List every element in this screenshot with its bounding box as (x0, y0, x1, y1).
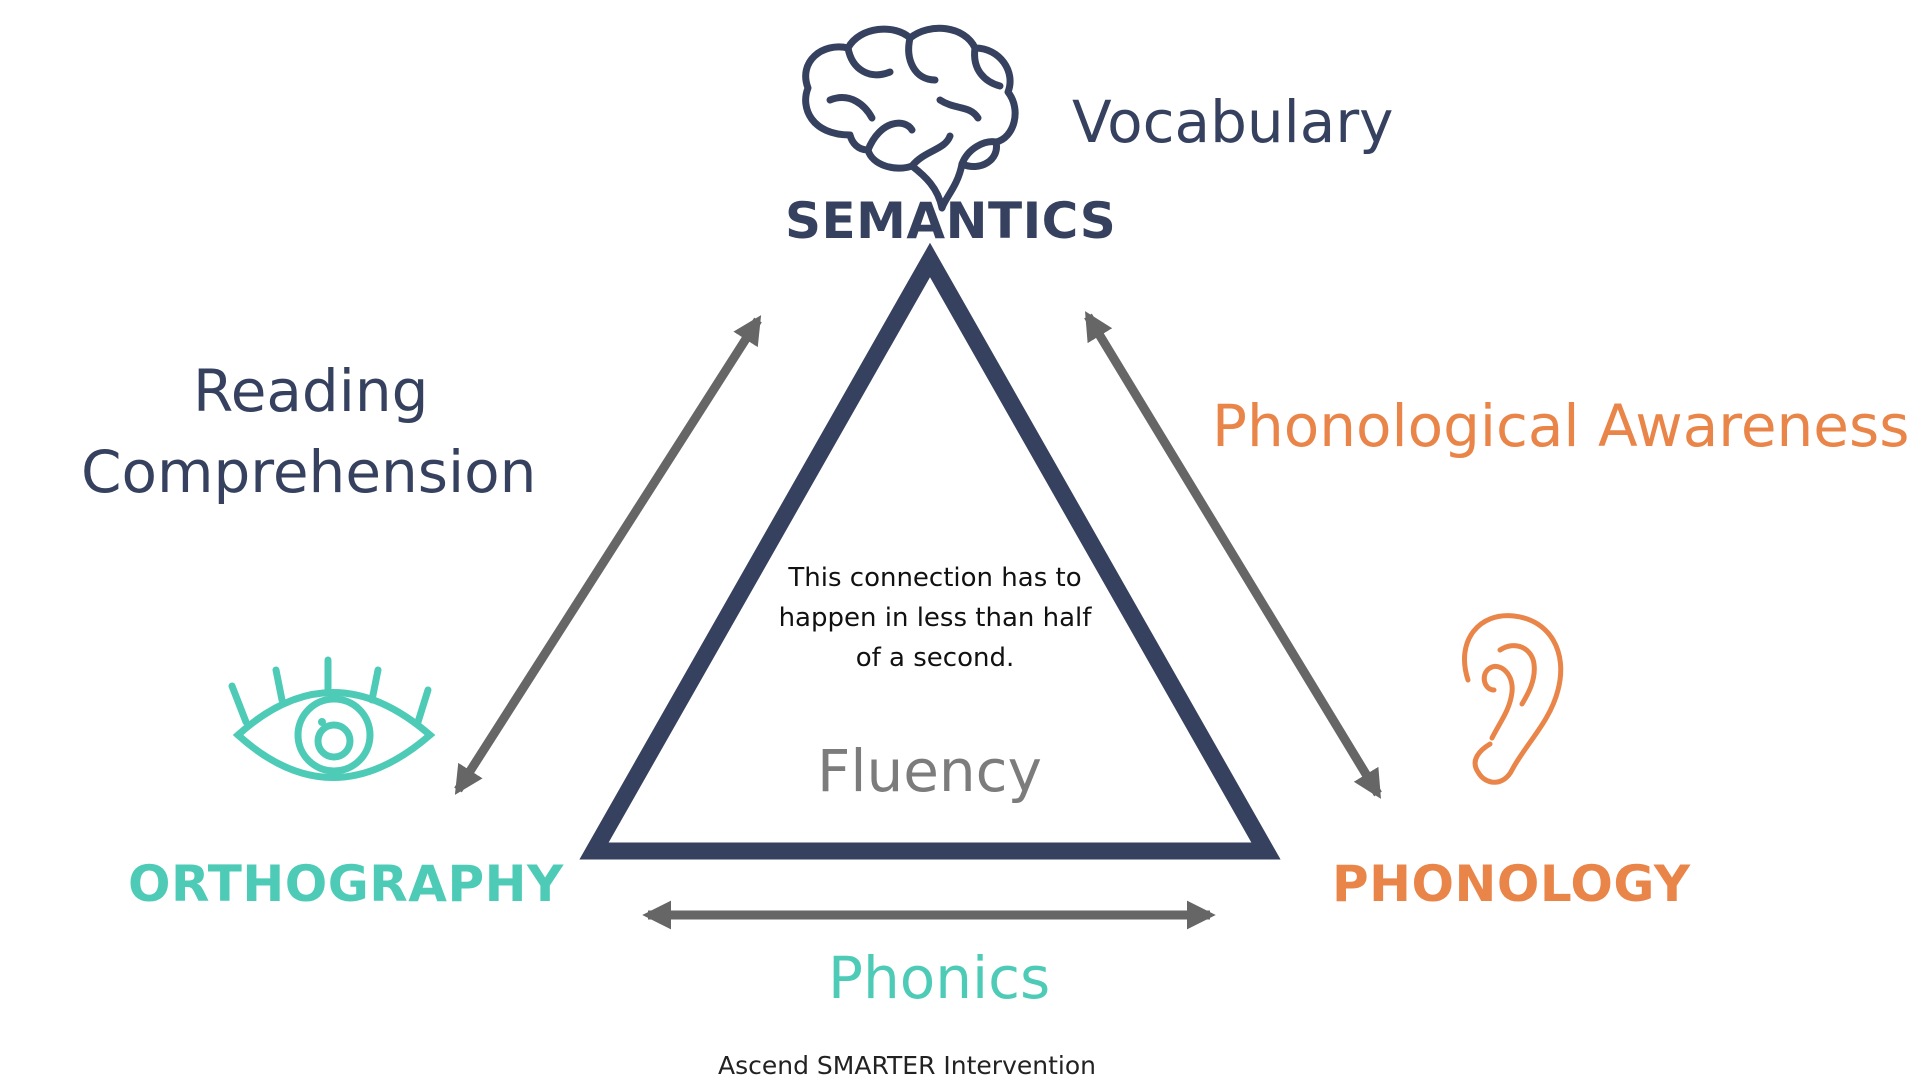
ear-icon (1462, 613, 1564, 785)
eye-icon (228, 656, 436, 781)
footer-credit: Ascend SMARTER Intervention (718, 1051, 1096, 1080)
arrow-orthography-semantics (454, 315, 762, 795)
arrow-semantics-phonology (1084, 311, 1382, 799)
center-note: This connection has to happen in less th… (778, 563, 1092, 673)
vocabulary-label: Vocabulary (1072, 88, 1394, 156)
phonological-awareness-label: Phonological Awareness (1212, 392, 1910, 460)
orthography-title: ORTHOGRAPHY (128, 855, 564, 913)
phonics-label: Phonics (828, 944, 1051, 1012)
fluency-label: Fluency (817, 737, 1042, 805)
reading-comprehension-line1: Reading (193, 357, 429, 425)
phonology-title: PHONOLOGY (1332, 855, 1691, 913)
reading-comprehension-line2: Comprehension (81, 438, 537, 506)
semantics-title: SEMANTICS (785, 192, 1117, 250)
brain-icon (802, 24, 1019, 212)
